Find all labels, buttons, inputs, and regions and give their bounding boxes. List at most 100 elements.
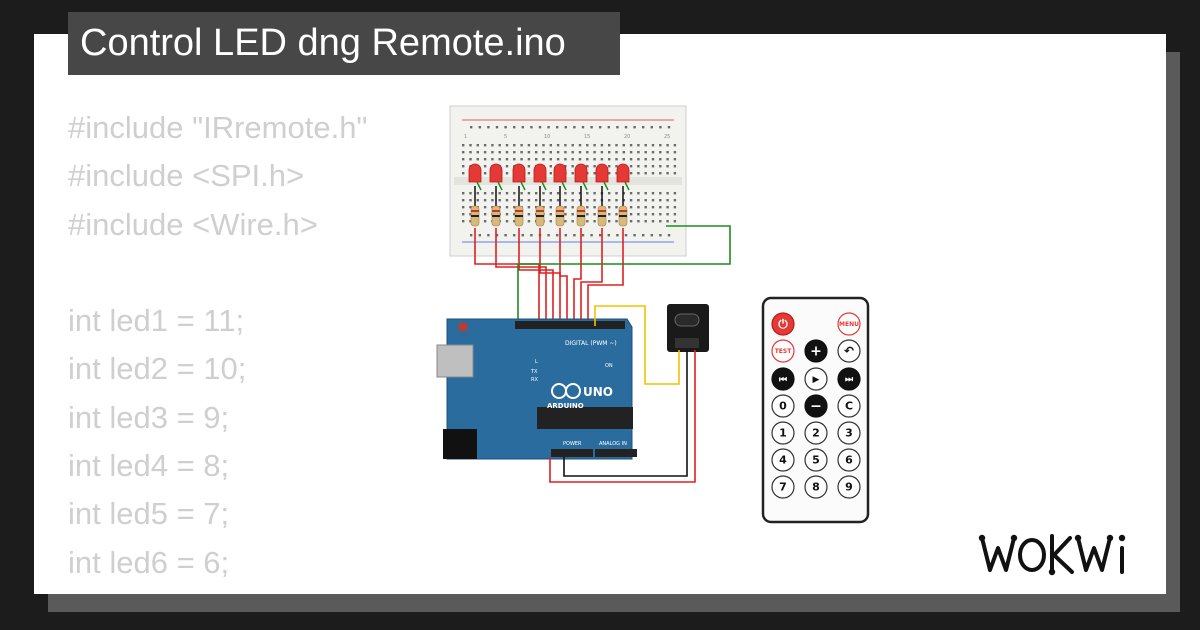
bb-hole: [666, 165, 669, 168]
bb-hole: [564, 144, 567, 147]
bb-hole: [549, 172, 552, 175]
bb-hole: [513, 151, 516, 154]
bb-hole: [469, 199, 472, 202]
resistor-band: [556, 210, 564, 212]
bb-hole: [673, 151, 677, 154]
bb-hole: [673, 192, 677, 195]
bb-hole: [520, 151, 523, 154]
plus-button: [804, 339, 828, 363]
bb-rail-hole: [616, 126, 619, 129]
bb-hole: [527, 213, 531, 216]
back-icon-label: ↶: [844, 344, 854, 358]
bb-hole: [651, 165, 655, 168]
bb-hole: [549, 220, 552, 223]
digit-button-4: [771, 448, 795, 472]
bb-hole: [666, 206, 669, 209]
digit-button-5-label: 5: [812, 454, 820, 467]
bb-rail-hole: [581, 126, 585, 129]
power-header: [551, 449, 593, 457]
resistor-band: [577, 210, 585, 212]
bb-hole: [549, 158, 552, 161]
test-button-label: TEST: [775, 348, 793, 355]
bb-hole: [586, 206, 589, 209]
ir-sensor: [674, 313, 700, 327]
bb-hole: [608, 151, 611, 154]
bb-hole: [673, 144, 677, 147]
bb-hole: [651, 144, 655, 147]
wire-led: [559, 228, 568, 326]
bb-hole: [469, 158, 472, 161]
bb-hole: [505, 158, 509, 161]
bb-hole: [571, 213, 574, 216]
led-green-lead: [561, 181, 567, 191]
bb-hole: [651, 151, 655, 154]
led-green-lead: [582, 181, 588, 191]
c-button-label: C: [845, 400, 853, 413]
bb-hole: [637, 151, 640, 154]
led-green-lead: [603, 181, 609, 191]
bb-hole: [498, 192, 501, 195]
bb-hole: [586, 144, 589, 147]
bb-hole: [571, 165, 574, 168]
minus-button-label: −: [810, 399, 822, 415]
wire-led: [580, 228, 603, 326]
bb-hole: [651, 206, 655, 209]
resistor-band: [471, 215, 479, 217]
bb-hole: [462, 213, 465, 216]
bb-hole: [608, 172, 611, 175]
bb-hole: [535, 158, 538, 161]
resistor-band: [619, 210, 627, 212]
bb-divider: [454, 177, 682, 185]
bb-hole: [593, 151, 596, 154]
bb-hole: [622, 158, 625, 161]
bb-hole: [629, 165, 633, 168]
bb-hole: [629, 144, 633, 147]
bb-hole: [505, 220, 509, 223]
code-line: #include "IRremote.h": [68, 110, 368, 145]
bb-hole: [673, 172, 677, 175]
digit-button-6-label: 6: [845, 454, 853, 467]
bb-hole: [666, 199, 669, 202]
bb-hole: [505, 213, 509, 216]
digit-button-8: [804, 475, 828, 499]
bb-hole: [542, 158, 545, 161]
bb-hole: [644, 151, 647, 154]
bb-hole: [491, 192, 494, 195]
bb-hole: [542, 192, 545, 195]
bb-hole: [564, 220, 567, 223]
resistor-band: [515, 215, 523, 217]
bb-hole: [600, 144, 604, 147]
code-line: #include <SPI.h>: [68, 158, 305, 194]
bb-hole: [505, 151, 509, 154]
bb-hole: [564, 151, 567, 154]
bb-hole: [513, 213, 516, 216]
bb-column-label: 15: [584, 134, 590, 140]
bb-hole: [651, 213, 655, 216]
code-preview: #include "IRremote.h"#include <SPI.h>#in…: [68, 104, 367, 594]
bb-hole: [491, 144, 494, 147]
bb-hole: [520, 158, 523, 161]
bb-column-label: 1: [464, 134, 467, 140]
bb-hole: [469, 144, 472, 147]
wire-ground: [563, 350, 688, 477]
bb-hole: [578, 158, 582, 161]
led-green-lead: [624, 181, 630, 191]
bb-hole: [535, 144, 538, 147]
bb-hole: [462, 158, 465, 161]
wire-led: [539, 228, 561, 326]
bb-hole: [659, 144, 662, 147]
bb-hole: [571, 192, 574, 195]
bb-hole: [462, 220, 465, 223]
bb-hole: [600, 151, 604, 154]
bb-hole: [673, 199, 677, 202]
next-icon: [837, 367, 861, 391]
resistor-band: [471, 210, 479, 212]
bb-hole: [462, 172, 465, 175]
bb-hole: [608, 199, 611, 202]
bb-hole: [476, 151, 479, 154]
digit-button-9-label: 9: [845, 481, 853, 494]
l-label: L: [535, 359, 538, 365]
minus-button: [804, 394, 828, 418]
bb-hole: [615, 213, 618, 216]
bb-hole: [483, 151, 487, 154]
